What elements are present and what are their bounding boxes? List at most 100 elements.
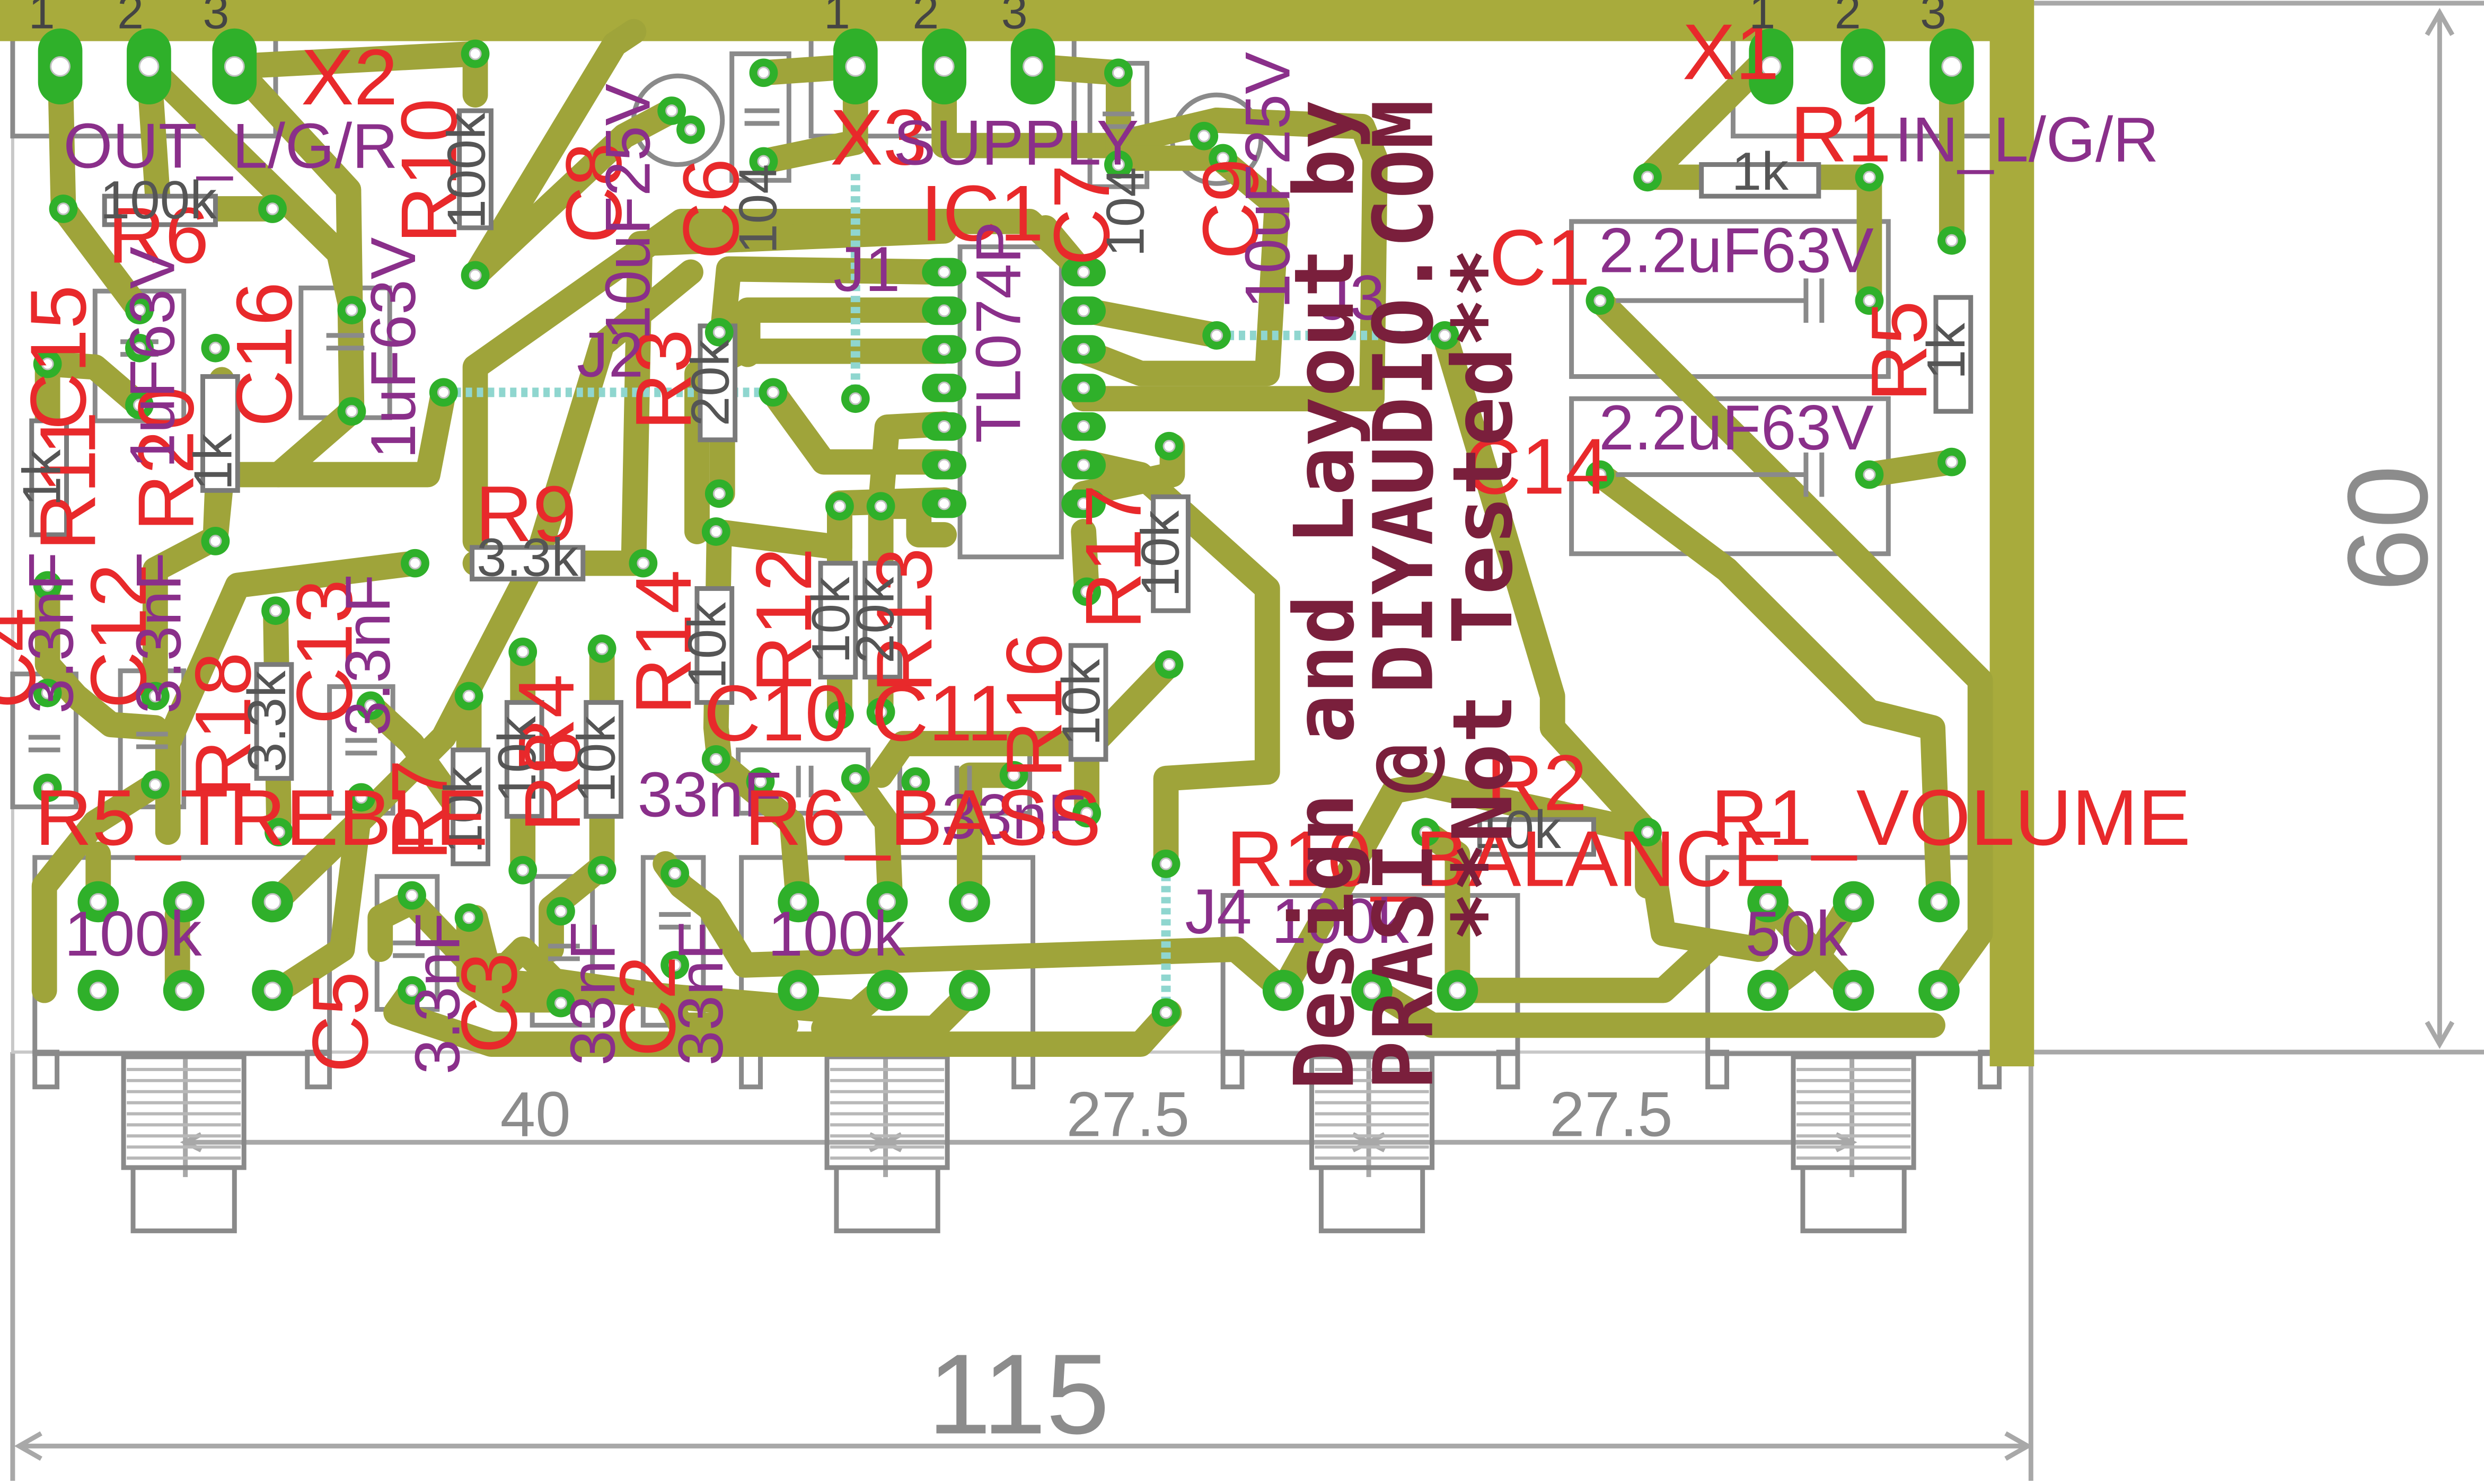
drill-hole [595,642,609,655]
pot-bass-value: 100k [768,899,905,969]
drill-hole [89,982,107,1000]
drill-hole [712,487,726,500]
cap-val-c8: 10uF25V [593,83,663,340]
drill-hole [1112,158,1125,171]
drill-hole [266,202,279,215]
drill-hole [364,699,377,712]
ic-ref: IC1 [921,169,1044,258]
resistor-val-r4: 10k [487,716,547,803]
resistor-val-r14: 10k [677,602,737,689]
drill-hole [1941,56,1962,77]
drill-hole [133,341,146,355]
resistor-ref-r6: R6 [108,191,209,280]
solder-pads [33,28,1974,1027]
drill-hole [1930,893,1948,911]
resistor-ref-r14: R14 [619,570,708,715]
terminal-x3-ref: X3 [830,93,927,182]
resistor-val-r8: 10k [566,716,626,803]
terminal-x2-value: OUT_L/G/R [64,111,398,181]
credit-line-2: PRASI @ DIYAUDIO.COM [1356,100,1452,1090]
drill-hole [263,893,281,911]
cap-ref-c6: C6 [667,158,755,260]
resistor-val-r1: 1k [1732,141,1789,201]
cap-val-c6: 104 [727,164,788,253]
cap-val-c16: 1uF63V [358,237,429,459]
ic-value: TL074P [964,222,1034,443]
drill-hole [712,325,726,339]
cap-val-c3: 33nF [558,922,628,1066]
drill-hole [1197,129,1211,143]
pot-treble-value: 100k [64,899,201,969]
resistor-ref-r3: R3 [619,329,708,430]
drill-hole [1759,893,1777,911]
drill-hole [462,911,475,924]
drill-hole [516,863,530,877]
drill-hole [1863,171,1876,184]
cap-val-c1: 2.2uF63V [1599,215,1874,286]
cap-ref-c11: C11 [871,669,1011,757]
drill-hole [1159,1006,1173,1019]
drill-hole [355,791,368,804]
jumper-wires [443,174,1445,1013]
resistor-ref-r9: R9 [475,470,577,558]
resistor-val-r2: 10k [1474,799,1561,860]
resistor-val-r18: 3.3k [236,670,297,772]
drill-hole [938,343,951,356]
credit-line-1: Design and Layout by [1276,100,1372,1090]
drill-hole [1419,826,1432,839]
drill-hole [754,775,767,788]
drill-hole [1077,304,1090,317]
cap-val-c13: 3.3nF [333,574,403,736]
resistor-val-r13: 20k [844,577,905,664]
width-dimension-label: 115 [928,1330,1109,1458]
resistor-val-r6: 100k [100,170,217,230]
capacitor-symbols [28,108,1825,961]
cap-val-c9: 10uF25V [1233,52,1303,309]
cap-ref-c10: C10 [703,669,849,757]
cap-ref-c15: C15 [14,285,102,430]
drill-hole [406,889,418,902]
cap-ref-c8: C8 [549,143,638,244]
drill-hole [1853,56,1873,77]
cap-ref-c7: C7 [1037,165,1126,266]
resistor-ref-r8: R8 [508,731,597,832]
drill-hole [1945,234,1958,247]
cap-ref-c5: C5 [296,971,384,1073]
drill-hole [767,386,780,399]
drill-hole [833,500,846,513]
resistor-ref-r11: R11 [23,411,112,551]
drill-hole [874,500,887,513]
drill-hole [757,155,770,168]
resistor-val-r11: 1k [12,449,72,506]
drill-hole [1438,329,1451,342]
resistor-val-r7: 10k [433,766,493,853]
drill-hole [1210,329,1223,342]
resistor-val-r16: 10k [1051,659,1111,746]
terminal-x1-pin2: 2 [1835,0,1861,39]
drill-hole [833,709,846,722]
drill-hole [1759,982,1777,1000]
cap-ref-c9: C9 [1186,158,1275,260]
drill-hole [148,778,162,791]
resistor-val-r20: 1k [182,434,243,490]
jumper-j1-label: J1 [833,234,900,305]
terminal-x2-pin3: 3 [203,0,230,39]
drill-hole [684,123,697,136]
drill-hole [1217,152,1230,165]
drill-hole [133,399,146,412]
drill-hole [469,269,482,282]
terminal-x3-value: SUPPLY [894,108,1139,179]
cap-ref-c12: C12 [74,563,163,709]
cap-val-c10: 33nF [638,759,782,830]
drill-hole [757,66,770,80]
drill-hole [554,905,567,918]
spacing-label-3: 27.5 [1549,1079,1673,1150]
drill-hole [1077,497,1090,510]
spacing-label-1: 40 [500,1079,571,1150]
drill-hole [874,705,887,719]
cap-ref-c2: C2 [603,956,692,1057]
drill-hole [50,56,71,77]
drill-hole [209,534,222,547]
drill-hole [789,893,807,911]
